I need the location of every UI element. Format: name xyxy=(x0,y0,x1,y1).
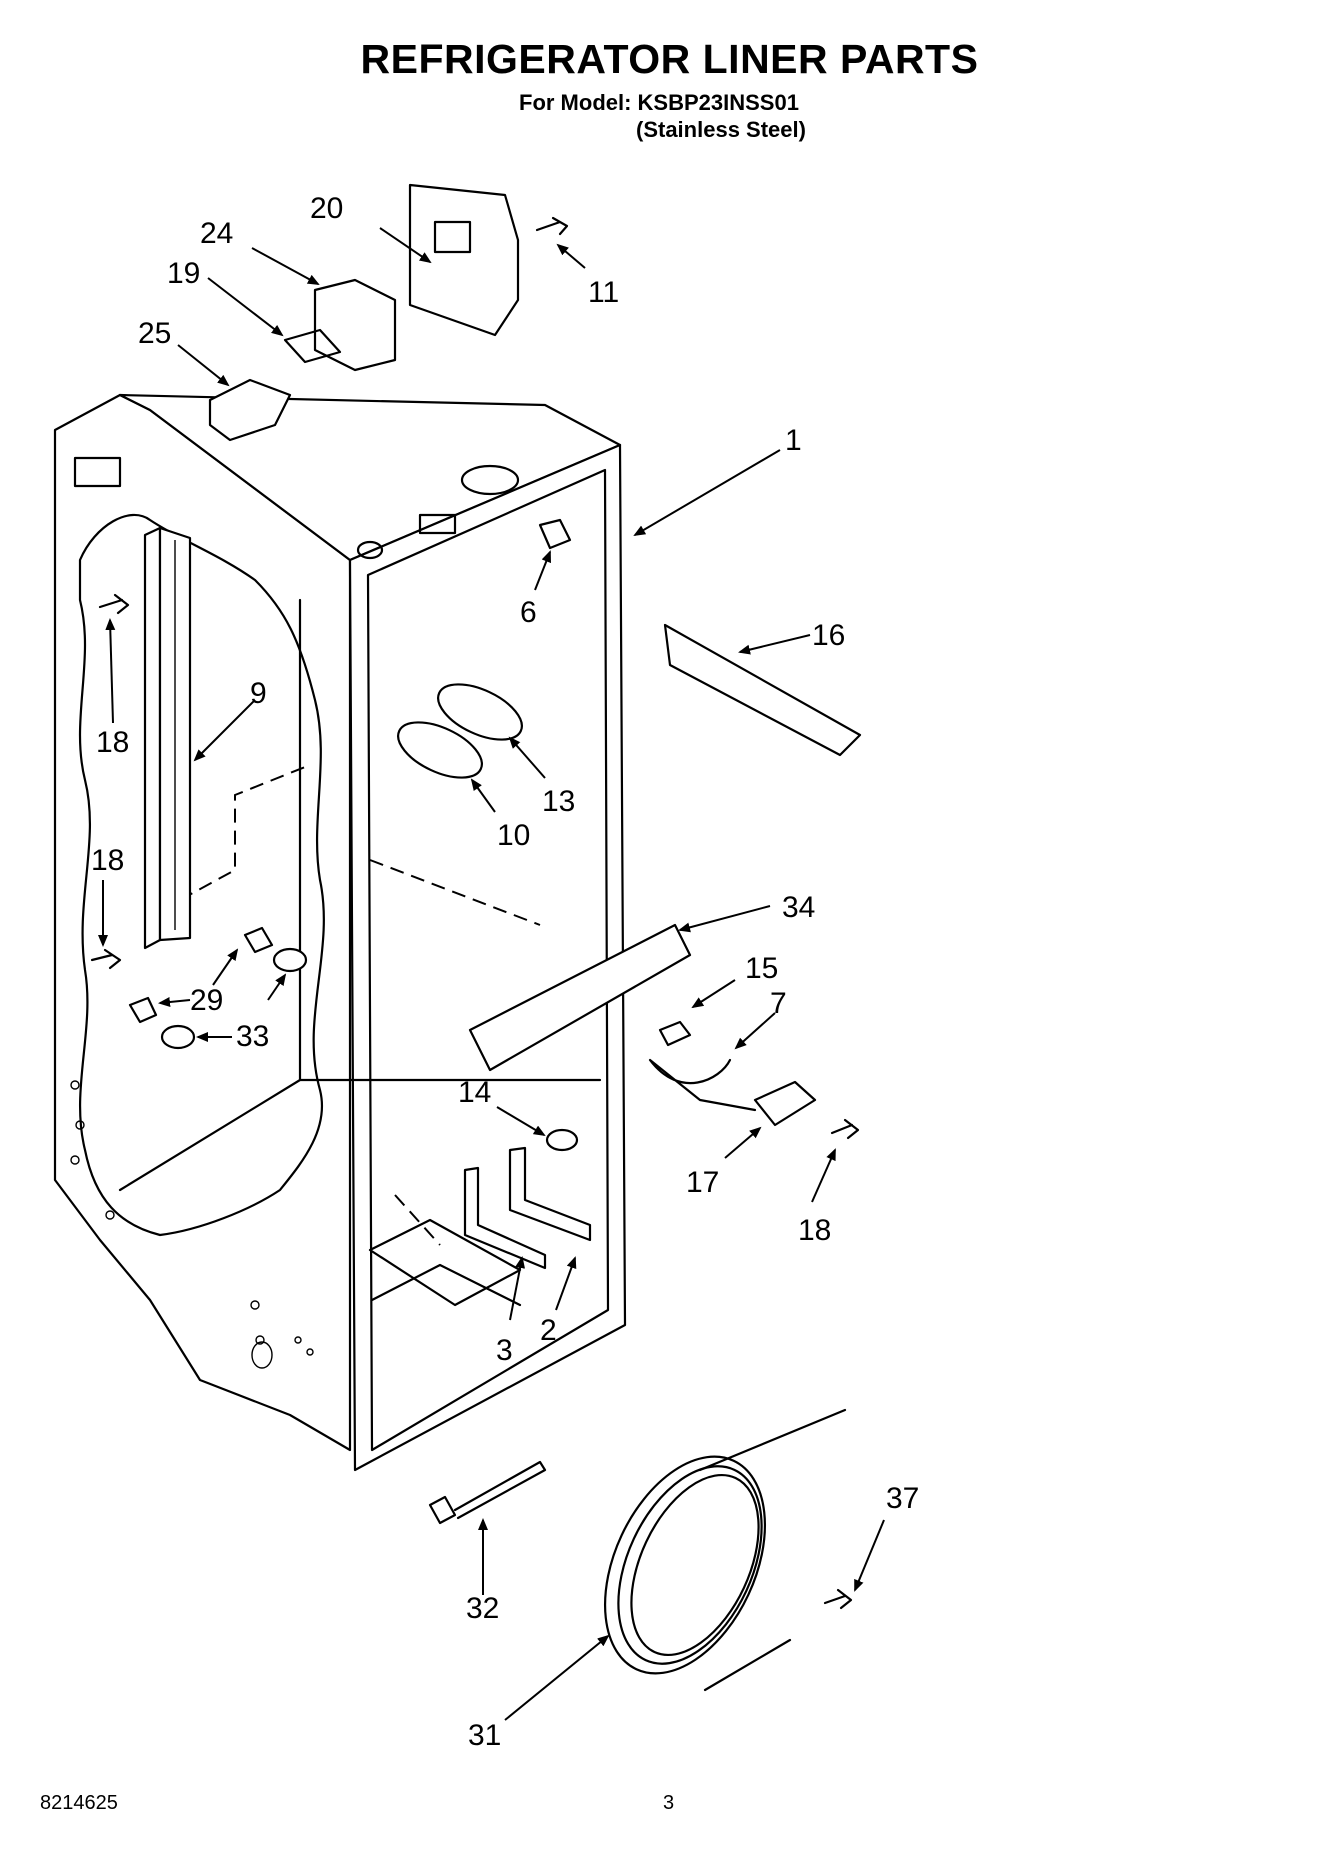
part-6-clip xyxy=(538,518,572,550)
callout-14: 14 xyxy=(458,1076,491,1109)
callout-37: 37 xyxy=(886,1482,919,1515)
callout-24: 24 xyxy=(200,217,233,250)
screw-icon xyxy=(90,216,860,1610)
part-16-cover xyxy=(663,623,862,757)
page-number: 3 xyxy=(663,1792,675,1814)
part-19-gasket xyxy=(283,328,342,364)
model-variant: (Stainless Steel) xyxy=(636,117,806,142)
callout-17: 17 xyxy=(686,1166,719,1199)
callout-labels: 20 24 19 25 11 1 6 16 9 18 13 10 18 34 1… xyxy=(91,192,919,1752)
callout-2: 2 xyxy=(540,1314,557,1347)
part-3-bracket xyxy=(463,1166,547,1270)
callout-16: 16 xyxy=(812,619,845,652)
callout-9: 9 xyxy=(250,677,267,710)
callout-1: 1 xyxy=(785,424,802,457)
part-2-bracket xyxy=(508,1146,592,1242)
callout-arrows xyxy=(98,227,885,1721)
part-17-light-switch xyxy=(753,1080,817,1127)
callout-18-upper: 18 xyxy=(96,726,129,759)
callout-18-lower: 18 xyxy=(798,1214,831,1247)
part-15-clip xyxy=(658,1020,692,1047)
callout-19: 19 xyxy=(167,257,200,290)
callout-18-middle: 18 xyxy=(91,844,124,877)
callout-7: 7 xyxy=(770,987,787,1020)
callout-29: 29 xyxy=(190,984,223,1017)
part-9-shelf-rail xyxy=(143,526,192,950)
page-title: REFRIGERATOR LINER PARTS xyxy=(360,36,979,82)
callout-25: 25 xyxy=(138,317,171,350)
callout-6: 6 xyxy=(520,596,537,629)
refrigerator-liner xyxy=(53,393,627,1472)
part-34-cross-member xyxy=(468,923,692,1072)
part-20-control-cover xyxy=(408,183,520,337)
part-32-cable-tie xyxy=(428,1460,547,1525)
callout-3: 3 xyxy=(496,1334,513,1367)
callout-10: 10 xyxy=(497,819,530,852)
part-10-vent-cover xyxy=(397,721,483,779)
part-31-water-tubing xyxy=(603,1408,847,1692)
part-25-thermostat xyxy=(208,378,292,442)
callout-20: 20 xyxy=(310,192,343,225)
part-29-lamp-socket xyxy=(128,926,274,1024)
callout-31: 31 xyxy=(468,1719,501,1752)
model-number: For Model: KSBP23INSS01 xyxy=(519,90,799,115)
part-33-light-bulb xyxy=(160,947,308,1050)
callout-34: 34 xyxy=(782,891,815,924)
callout-33: 33 xyxy=(236,1020,269,1053)
callout-13: 13 xyxy=(542,785,575,818)
part-13-vent xyxy=(437,683,523,741)
part-14-grommet xyxy=(545,1128,579,1152)
callout-11: 11 xyxy=(588,276,619,309)
part-7-harness xyxy=(648,1058,757,1112)
callout-32: 32 xyxy=(466,1592,499,1625)
callout-15: 15 xyxy=(745,952,778,985)
document-number: 8214625 xyxy=(40,1792,118,1814)
